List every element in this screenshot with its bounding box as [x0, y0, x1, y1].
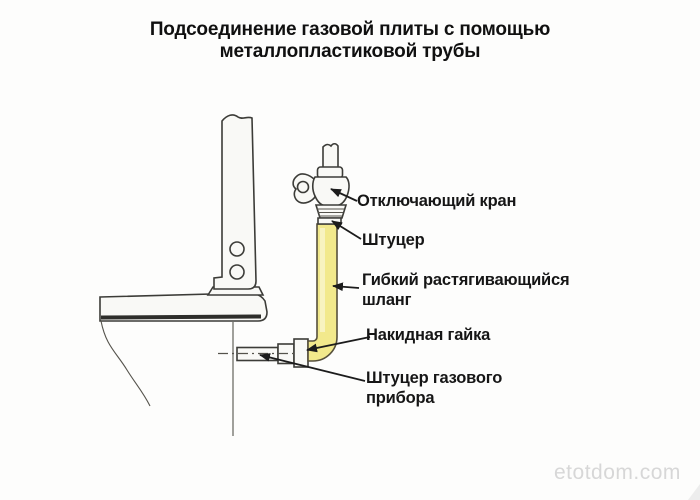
- valve-stem: [322, 142, 339, 169]
- label-line: шланг: [362, 291, 412, 309]
- label-line: Штуцер: [362, 231, 425, 249]
- label-line: Штуцер газового: [366, 369, 503, 387]
- bracket-hole-lower: [229, 264, 245, 280]
- arrow-hose: [332, 282, 360, 292]
- arrow-union-nut: [306, 336, 371, 353]
- label-line: Накидная гайка: [366, 326, 491, 344]
- label-shutoff-valve: Отключающий кран: [357, 191, 516, 211]
- title-line-2: металлопластиковой трубы: [219, 41, 481, 62]
- callout-arrows: [259, 188, 371, 382]
- label-union-nut: Накидная гайка: [366, 325, 490, 345]
- label-line: Гибкий растягивающийся: [362, 271, 570, 289]
- shutoff-valve: [292, 142, 350, 225]
- stove-side-curve: [100, 320, 151, 407]
- label-fitting: Штуцер: [362, 230, 425, 250]
- corner-mark: [688, 484, 700, 500]
- title-line-1: Подсоединение газовой плиты с помощью: [149, 19, 551, 40]
- bracket-hole-upper: [229, 241, 245, 257]
- union-nut: [293, 338, 309, 368]
- page-title: Подсоединение газовой плиты с помощью ме…: [0, 19, 700, 63]
- bracket-strip: [213, 114, 257, 290]
- arrow-fitting: [331, 220, 362, 240]
- label-line: прибора: [366, 389, 435, 407]
- watermark: etotdom.com: [554, 461, 681, 484]
- label-flexible-hose: Гибкий растягивающийся шланг: [362, 270, 570, 310]
- label-line: Отключающий кран: [357, 192, 517, 210]
- label-appliance-fitting: Штуцер газового прибора: [366, 368, 502, 408]
- stove-top-front-edge: [100, 314, 262, 320]
- fitting-thread-lines: [317, 208, 344, 217]
- fitting-collar: [317, 217, 342, 225]
- valve-body: [311, 176, 350, 207]
- arrow-shutoff-valve: [330, 188, 358, 202]
- valve-handle-hole: [296, 180, 310, 194]
- supply-pipe-bracket: [206, 114, 265, 296]
- hose-body: [307, 223, 338, 362]
- gas-appliance-body: [99, 292, 268, 436]
- arrow-appliance-fitting: [259, 353, 366, 382]
- valve-outlet-fitting: [314, 204, 348, 219]
- flexible-hose: [307, 223, 338, 362]
